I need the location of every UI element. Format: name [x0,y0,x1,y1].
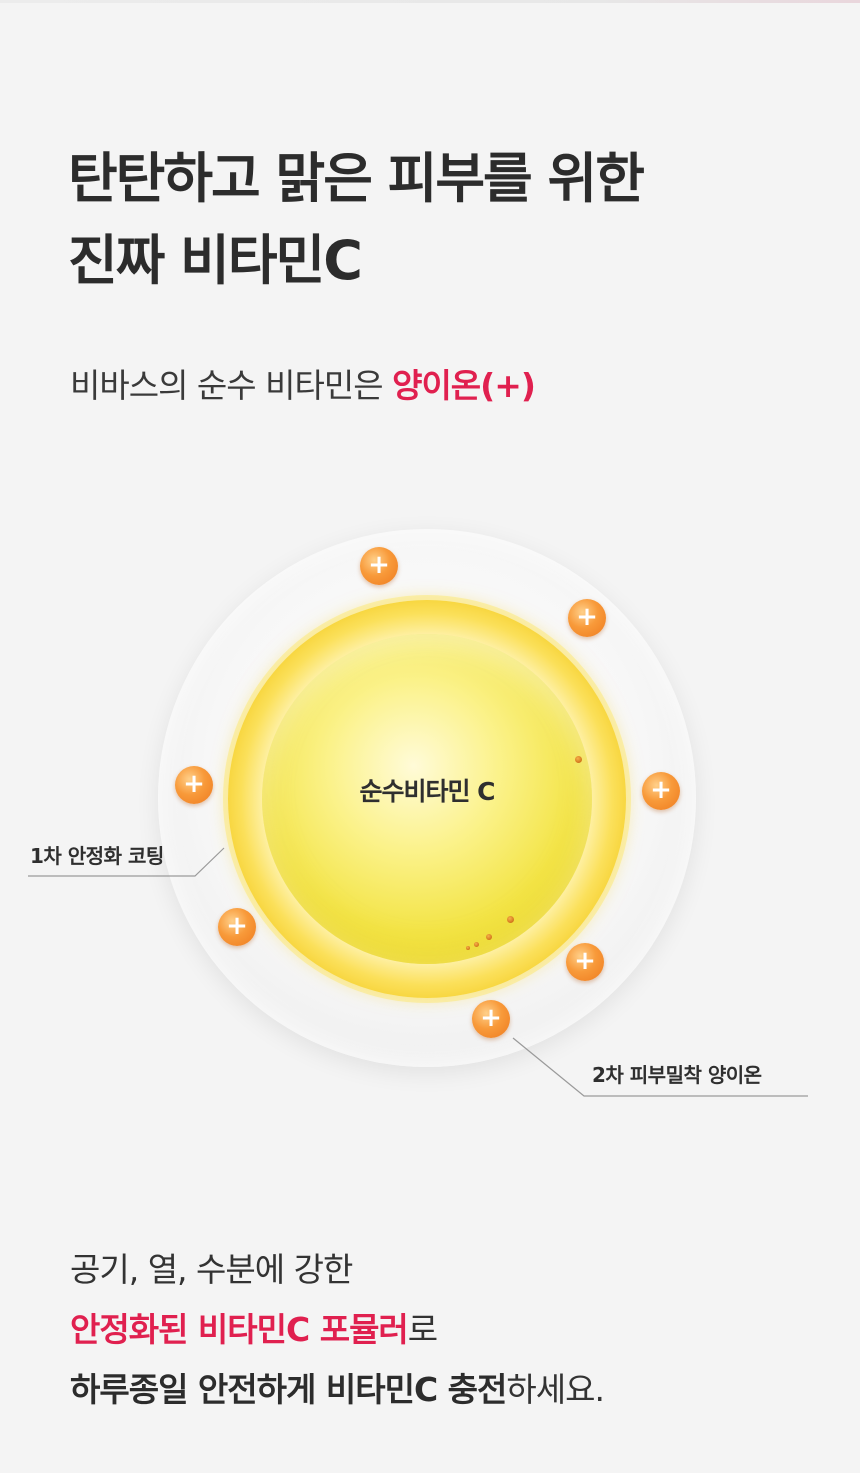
callout-line-left [28,847,225,877]
plus-ion-icon: + [642,772,680,810]
bottom-line-3-rest: 하세요. [506,1370,605,1409]
plus-ion-icon: + [175,766,213,804]
callout-label-second-cation: 2차 피부밀착 양이온 [592,1063,762,1087]
oil-bubble [474,942,479,947]
vitamin-c-diagram: 순수비타민 C + + + + + + + 1차 안정화 코팅 2차 피부밀착 … [0,510,860,1110]
headline-line-1: 탄탄하고 맑은 피부를 위한 [68,147,645,210]
subheadline-text: 비바스의 순수 비타민은 [70,366,393,405]
oil-bubble [486,934,492,940]
oil-bubble [575,756,582,763]
vitamin-c-core [262,634,592,964]
bottom-line-2: 안정화된 비타민C 포뮬러로 [70,1300,604,1360]
plus-ion-icon: + [566,943,604,981]
oil-bubble [466,946,470,950]
subheadline-highlight: 양이온(+) [392,366,536,405]
plus-ion-icon: + [568,599,606,637]
core-label: 순수비타민 C [359,777,495,806]
callout-label-first-coating: 1차 안정화 코팅 [30,844,164,868]
bottom-copy: 공기, 열, 수분에 강한 안정화된 비타민C 포뮬러로 하루종일 안전하게 비… [70,1240,605,1420]
page-headline: 탄탄하고 맑은 피부를 위한 진짜 비타민C [68,138,645,302]
plus-ion-icon: + [472,1000,510,1038]
plus-ion-icon: + [360,547,398,585]
bottom-line-2-rest: 로 [407,1310,438,1349]
bottom-line-2-highlight: 안정화된 비타민C 포뮬러 [70,1310,409,1349]
headline-line-2: 진짜 비타민C [68,229,363,292]
bottom-line-3: 하루종일 안전하게 비타민C 충전하세요. [70,1360,605,1420]
bottom-line-1: 공기, 열, 수분에 강한 [70,1250,353,1289]
oil-bubble [507,916,514,923]
callout-line-right [512,1037,808,1097]
plus-ion-icon: + [218,908,256,946]
subheadline: 비바스의 순수 비타민은 양이온(+) [70,360,536,412]
callout-lines [28,847,808,1097]
bottom-line-3-bold: 하루종일 안전하게 비타민C 충전 [70,1370,507,1409]
top-divider [0,0,860,3]
